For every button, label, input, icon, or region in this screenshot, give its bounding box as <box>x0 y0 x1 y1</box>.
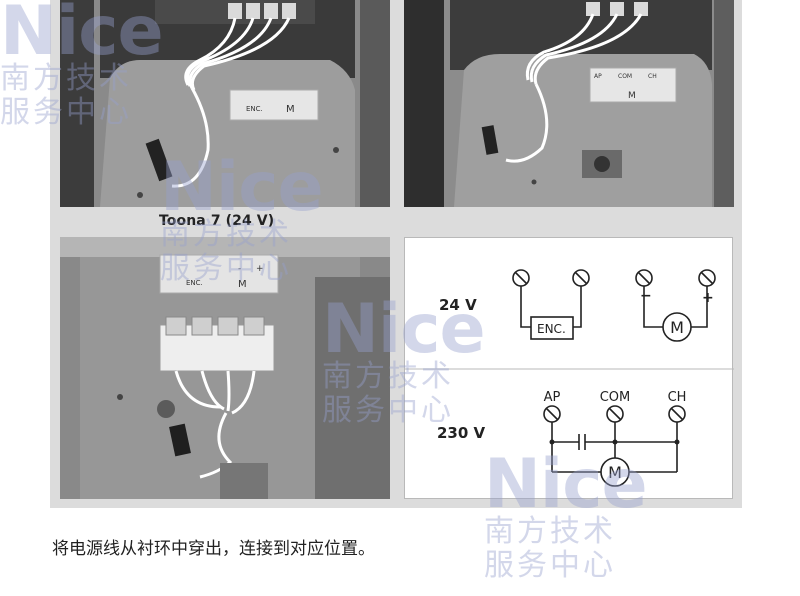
photo-wiring-24v-bottom-left: ENC. M - + <box>60 237 390 499</box>
photo-label-m: M <box>238 279 247 290</box>
motor-symbol-24v: M <box>670 318 684 337</box>
encoder-label: ENC. <box>537 322 566 336</box>
photo-wiring-encoder-top-left: ENC. M <box>60 0 390 207</box>
plus-label: + <box>702 290 714 306</box>
photo-label-minus: - <box>238 264 241 274</box>
photo-label-enc: ENC. <box>186 279 203 287</box>
photo-label-m: M <box>628 91 636 101</box>
motor-symbol-230v: M <box>608 463 622 482</box>
voltage-label-230v: 230 V <box>437 424 486 442</box>
instruction-text: 将电源线从衬环中穿出，连接到对应位置。 <box>52 539 375 559</box>
minus-label: − <box>640 288 652 304</box>
terminal-label-ch: CH <box>668 390 687 405</box>
photo-label-ch: CH <box>648 73 657 80</box>
terminal-label-com: COM <box>600 390 631 405</box>
photo-label-enc: ENC. <box>246 105 263 113</box>
watermark-line1: 南方技术 <box>484 514 616 549</box>
photo-wiring-230v-top-right: AP COM CH M <box>404 0 734 207</box>
figure-caption-toona7: Toona 7 (24 V) <box>159 213 275 229</box>
photo-label-m: M <box>286 104 295 115</box>
photo-label-com: COM <box>618 73 632 80</box>
wiring-diagram: 24 V ENC. − + M 230 V AP COM CH <box>404 237 734 499</box>
photo-label-ap: AP <box>594 73 602 80</box>
photo-label-plus: + <box>256 264 264 274</box>
watermark-line2: 服务中心 <box>484 548 616 583</box>
terminal-label-ap: AP <box>544 390 561 405</box>
voltage-label-24v: 24 V <box>439 296 477 314</box>
